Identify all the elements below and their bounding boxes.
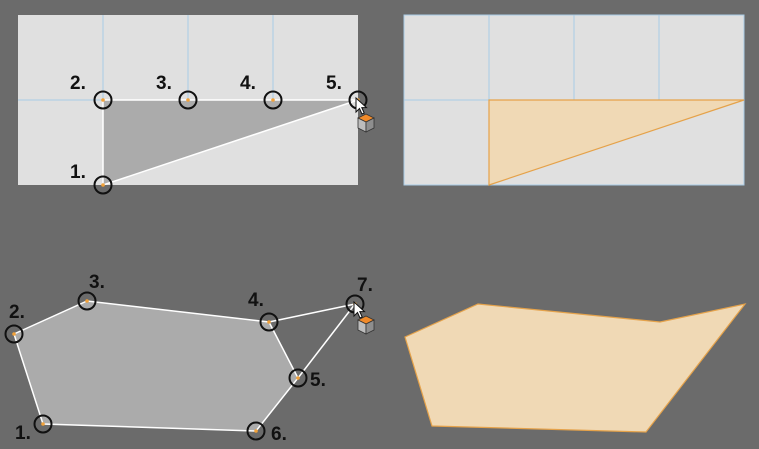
vertex-label: 4. [248, 290, 264, 311]
bottom-left-panel: 1. 2. 3. 4. 5. 6. 7. [4, 272, 375, 445]
vertex-handle[interactable] [259, 312, 279, 332]
mouse-pointer-icon [353, 300, 366, 319]
vertex-label: 5. [326, 73, 342, 94]
vertex-handle[interactable] [263, 90, 283, 110]
selection-polygon [13, 300, 299, 432]
vertex-label: 6. [271, 424, 287, 445]
vertex-handle[interactable] [77, 291, 97, 311]
vertex-handle[interactable] [93, 90, 113, 110]
selection-polygon [102, 99, 359, 187]
top-right-panel [403, 14, 745, 186]
vertex-label: 3. [156, 73, 172, 94]
vertex-label: 5. [310, 370, 326, 391]
vertex-label: 1. [70, 162, 86, 183]
result-polygon [404, 303, 747, 433]
vertex-handle[interactable] [4, 324, 24, 344]
mouse-pointer-icon [355, 96, 368, 115]
vertex-label: 7. [357, 275, 373, 296]
vertex-label: 1. [15, 423, 31, 444]
vertex-label: 2. [9, 302, 25, 323]
vertex-handle[interactable] [33, 414, 53, 434]
add-object-cube-icon [357, 113, 375, 133]
vertex-handle[interactable] [288, 368, 308, 388]
result-polygon [488, 99, 745, 186]
add-object-cube-icon [357, 315, 375, 335]
vertex-handle[interactable] [93, 175, 113, 195]
preview-edges [268, 303, 356, 379]
top-left-panel: 1. 2. 3. 4. 5. [18, 15, 375, 195]
vertex-label: 2. [70, 73, 86, 94]
vertex-label: 3. [89, 272, 105, 293]
vertex-handle[interactable] [246, 421, 266, 441]
vertex-handle[interactable] [178, 90, 198, 110]
vertex-label: 4. [240, 73, 256, 94]
bottom-right-panel [404, 303, 747, 433]
